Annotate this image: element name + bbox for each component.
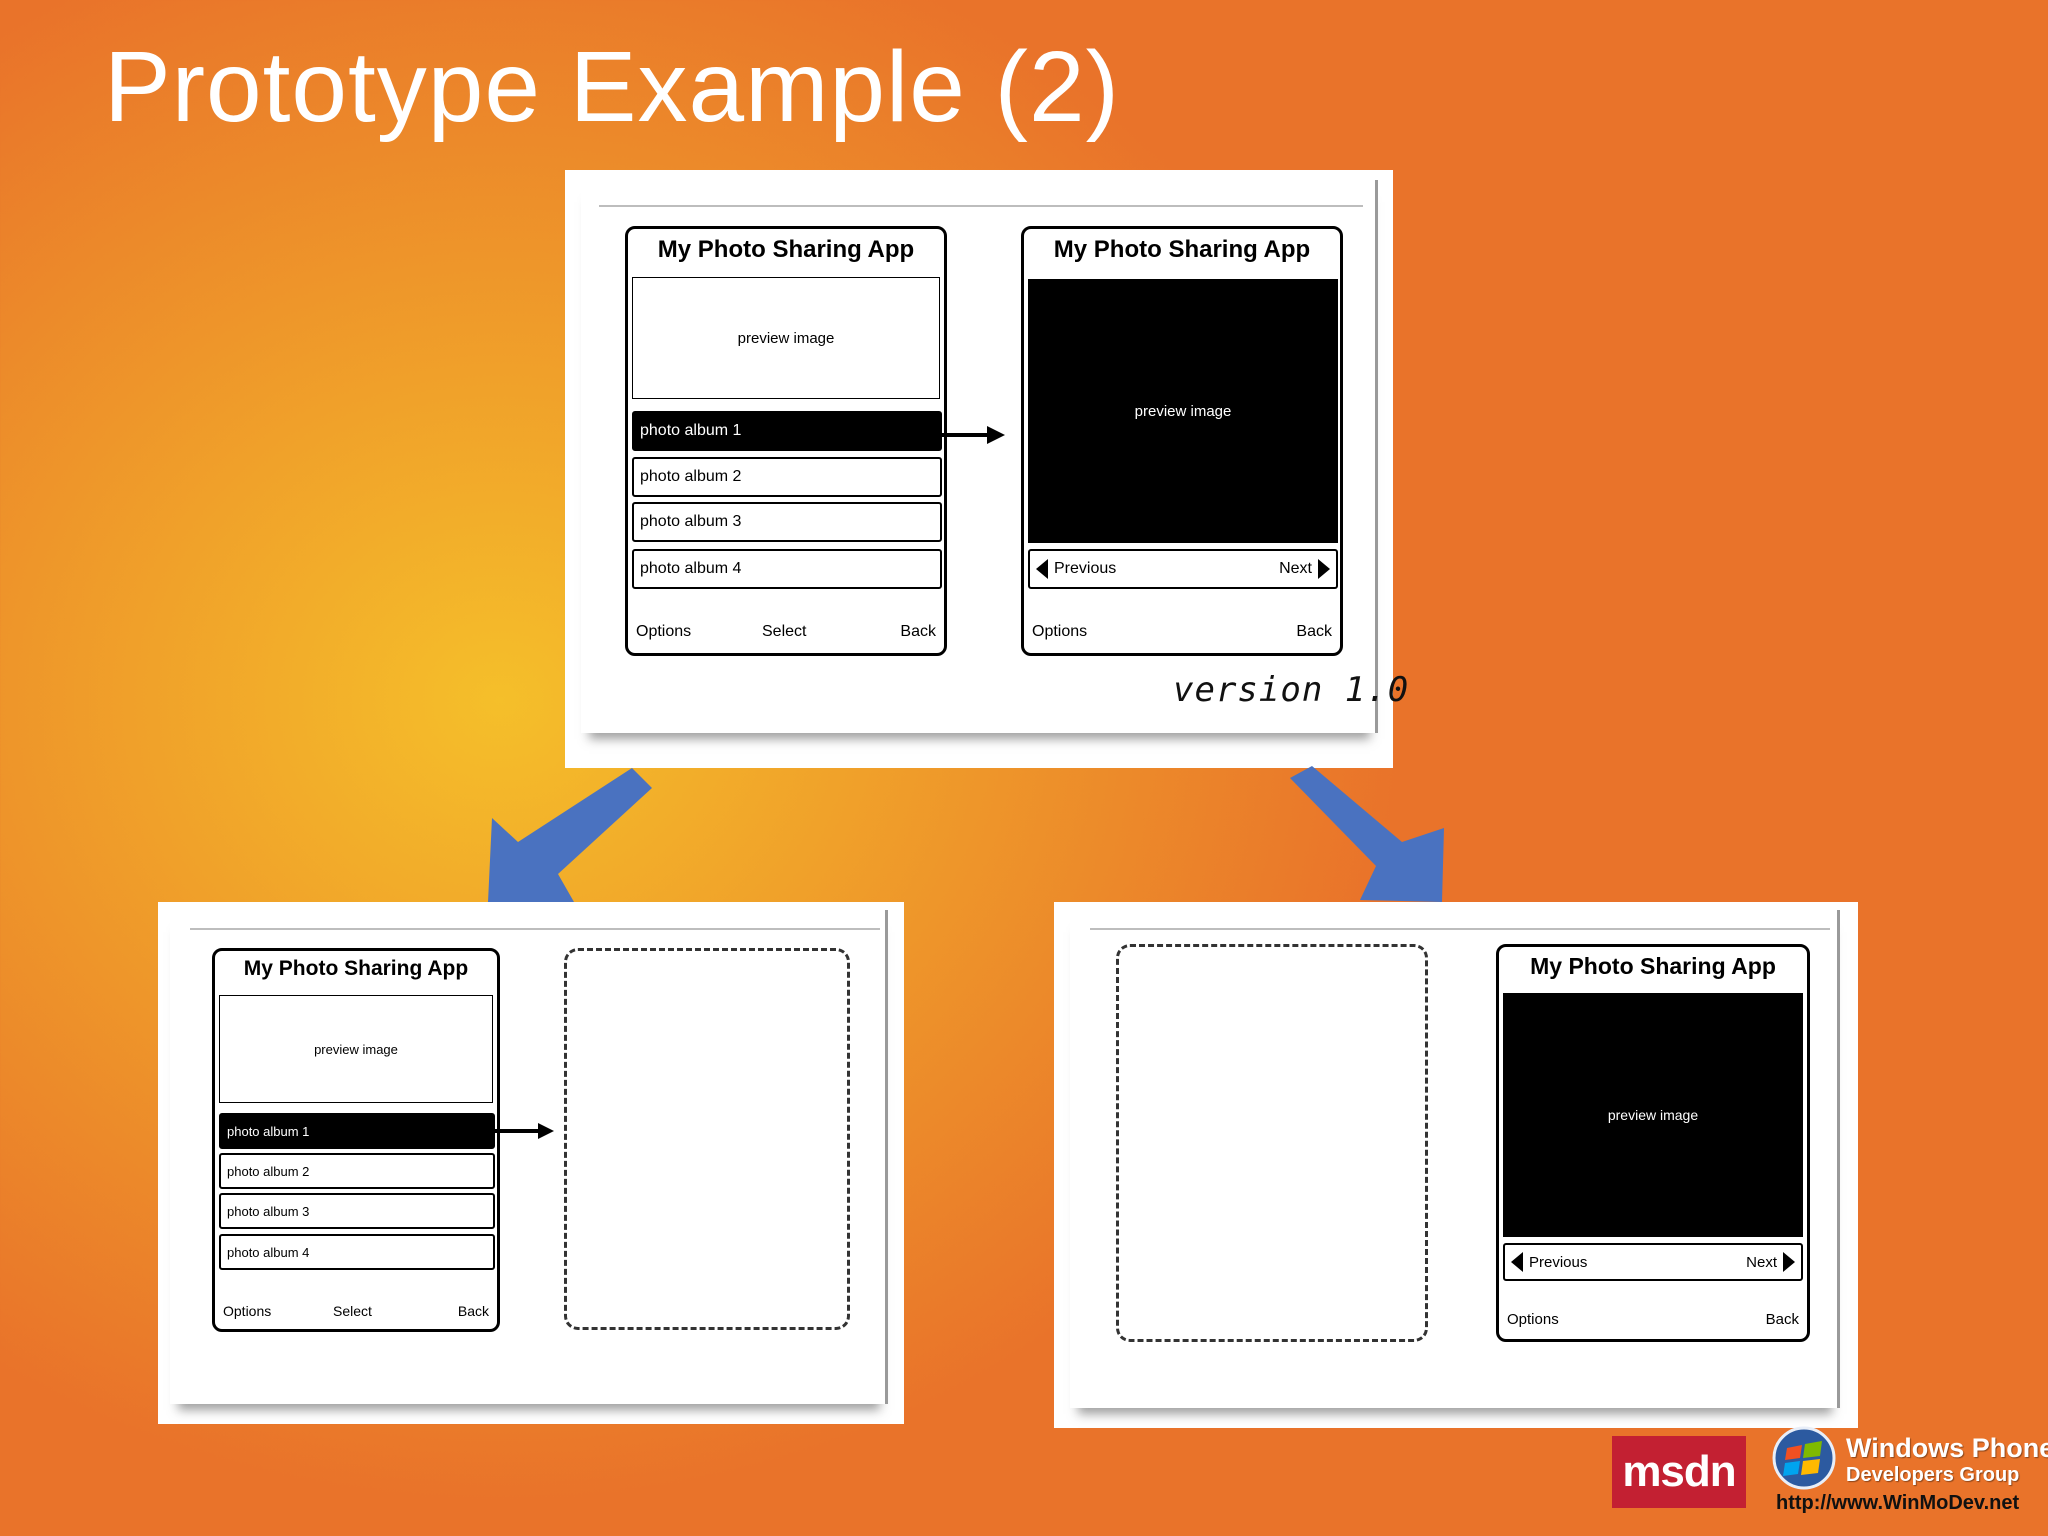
album-label: photo album 1 bbox=[227, 1123, 310, 1139]
mockup-card-top: My Photo Sharing App preview image photo… bbox=[565, 170, 1408, 768]
app-title: My Photo Sharing App bbox=[1053, 236, 1311, 263]
softkey-options[interactable]: Options bbox=[636, 623, 692, 640]
album-item-1[interactable]: photo album 1 bbox=[219, 1113, 495, 1149]
brand-name: Windows Phone bbox=[1846, 1433, 2048, 1463]
softkey-back[interactable]: Back bbox=[1296, 623, 1332, 640]
album-label: photo album 3 bbox=[640, 513, 742, 530]
previous-label: Previous bbox=[1054, 560, 1117, 577]
previous-label: Previous bbox=[1529, 1253, 1588, 1271]
version-label: version 1.0 bbox=[1173, 670, 1410, 710]
album-label: photo album 4 bbox=[640, 560, 742, 577]
softkey-back[interactable]: Back bbox=[457, 1303, 489, 1319]
preview-image: preview image bbox=[1503, 993, 1803, 1237]
album-item-2[interactable]: photo album 2 bbox=[632, 457, 942, 497]
preview-label: preview image bbox=[737, 329, 835, 347]
next-button[interactable]: Next bbox=[1746, 1252, 1795, 1272]
album-label: photo album 2 bbox=[640, 468, 742, 485]
album-item-2[interactable]: photo album 2 bbox=[219, 1153, 495, 1189]
msdn-logo: msdn bbox=[1612, 1436, 1746, 1508]
mockup-card-right: My Photo Sharing App preview image Previ… bbox=[1054, 902, 1858, 1428]
branch-arrow-right bbox=[1290, 766, 1444, 902]
transition-arrow bbox=[492, 1123, 554, 1139]
softkey-options[interactable]: Options bbox=[1507, 1311, 1559, 1328]
softkey-options[interactable]: Options bbox=[1032, 623, 1088, 640]
album-item-3[interactable]: photo album 3 bbox=[219, 1193, 495, 1229]
photo-nav-bar: Previous Next bbox=[1503, 1243, 1803, 1281]
windows-flag-icon bbox=[1772, 1426, 1836, 1490]
next-label: Next bbox=[1279, 560, 1312, 577]
album-item-3[interactable]: photo album 3 bbox=[632, 502, 942, 542]
left-triangle-icon bbox=[1036, 559, 1048, 579]
brand-url[interactable]: http://www.WinMoDev.net bbox=[1776, 1492, 2020, 1514]
album-label: photo album 3 bbox=[227, 1203, 310, 1219]
softkey-select[interactable]: Select bbox=[333, 1303, 372, 1319]
previous-button[interactable]: Previous bbox=[1036, 559, 1116, 579]
phone-list-screen: My Photo Sharing App preview image photo… bbox=[212, 948, 500, 1332]
app-title: My Photo Sharing App bbox=[657, 236, 915, 263]
next-label: Next bbox=[1746, 1253, 1777, 1271]
brand-group: Developers Group bbox=[1846, 1464, 2020, 1486]
preview-label: preview image bbox=[314, 1041, 398, 1057]
phone-list-screen: My Photo Sharing App preview image photo… bbox=[625, 226, 947, 656]
preview-label: preview image bbox=[1607, 1107, 1699, 1123]
slide-title: Prototype Example (2) bbox=[104, 31, 1120, 143]
album-label: photo album 2 bbox=[227, 1163, 310, 1179]
placeholder-screen bbox=[1116, 944, 1428, 1342]
album-item-4[interactable]: photo album 4 bbox=[219, 1234, 495, 1270]
album-item-4[interactable]: photo album 4 bbox=[632, 549, 942, 589]
placeholder-screen bbox=[564, 948, 850, 1330]
photo-nav-bar: Previous Next bbox=[1028, 549, 1338, 589]
branch-arrow-left bbox=[488, 768, 652, 902]
transition-arrow bbox=[937, 426, 1005, 444]
softkey-options[interactable]: Options bbox=[223, 1303, 272, 1319]
album-label: photo album 1 bbox=[640, 422, 742, 439]
phone-viewer-screen: My Photo Sharing App preview image Previ… bbox=[1496, 944, 1810, 1342]
softkey-select[interactable]: Select bbox=[762, 623, 807, 640]
softkey-back[interactable]: Back bbox=[900, 623, 936, 640]
preview-image: preview image bbox=[632, 277, 940, 399]
preview-label: preview image bbox=[1134, 402, 1232, 420]
softkey-back[interactable]: Back bbox=[1765, 1311, 1799, 1328]
right-triangle-icon bbox=[1783, 1252, 1795, 1272]
preview-image: preview image bbox=[1028, 279, 1338, 543]
mockup-card-left: My Photo Sharing App preview image photo… bbox=[158, 902, 904, 1424]
left-triangle-icon bbox=[1511, 1252, 1523, 1272]
album-item-1[interactable]: photo album 1 bbox=[632, 411, 942, 451]
album-label: photo album 4 bbox=[227, 1244, 310, 1260]
phone-viewer-screen: My Photo Sharing App preview image Previ… bbox=[1021, 226, 1343, 656]
app-title: My Photo Sharing App bbox=[1530, 953, 1776, 979]
next-button[interactable]: Next bbox=[1279, 559, 1330, 579]
previous-button[interactable]: Previous bbox=[1511, 1252, 1587, 1272]
preview-image: preview image bbox=[219, 995, 493, 1103]
app-title: My Photo Sharing App bbox=[243, 957, 469, 980]
right-triangle-icon bbox=[1318, 559, 1330, 579]
